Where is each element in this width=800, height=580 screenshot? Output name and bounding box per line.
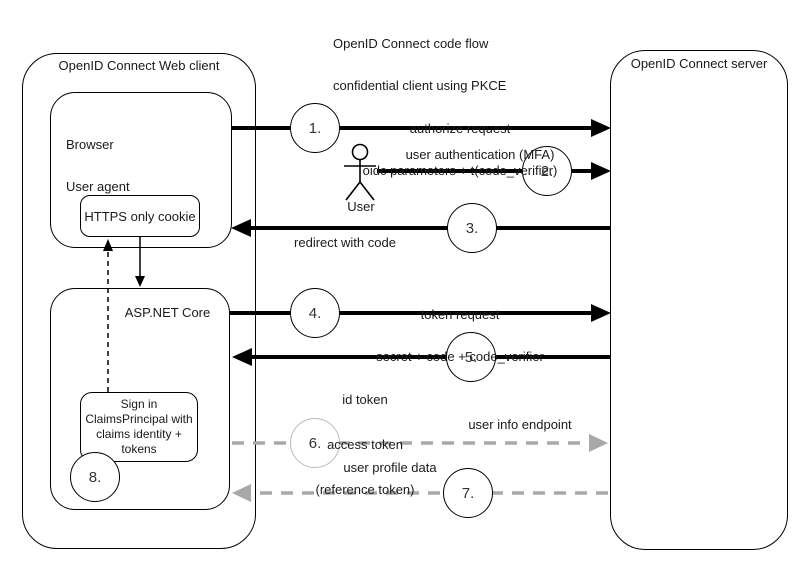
diagram-title-line1: OpenID Connect code flow bbox=[333, 36, 489, 51]
aspnet-box-label: ASP.NET Core bbox=[124, 305, 211, 320]
client-box-label: OpenID Connect Web client bbox=[58, 58, 220, 73]
step-5-number: 5. bbox=[464, 348, 478, 366]
step-circle-6: 6. bbox=[290, 418, 340, 468]
step-5-label-line2: access token bbox=[327, 437, 403, 452]
step-5-label: id token access token (reference token) bbox=[265, 362, 465, 527]
signin-line1: Sign in bbox=[120, 397, 158, 411]
step-circle-7: 7. bbox=[443, 468, 493, 518]
browser-label-line2: User agent bbox=[66, 179, 130, 194]
step-1-label: authorize request oidc parameters + t(co… bbox=[320, 94, 600, 206]
step-8-number: 8. bbox=[88, 468, 102, 486]
step-circle-4: 4. bbox=[290, 288, 340, 338]
step-6-label: user info endpoint bbox=[468, 417, 572, 432]
step-4-number: 4. bbox=[308, 304, 322, 322]
server-box bbox=[610, 50, 788, 550]
diagram-title: OpenID Connect code flow confidential cl… bbox=[333, 9, 506, 121]
browser-box bbox=[50, 92, 232, 248]
step-circle-3: 3. bbox=[447, 203, 497, 253]
step-7-number: 7. bbox=[461, 484, 475, 502]
step-6-number: 6. bbox=[308, 434, 322, 452]
step-3-number: 3. bbox=[465, 219, 479, 237]
signin-box: Sign in ClaimsPrincipal with claims iden… bbox=[80, 392, 198, 462]
signin-line3: claims identity + bbox=[96, 427, 182, 441]
diagram-title-line2: confidential client using PKCE bbox=[333, 78, 507, 93]
https-cookie-box: HTTPS only cookie bbox=[80, 195, 200, 237]
step-2-label: user authentication (MFA) bbox=[405, 147, 555, 162]
step-2-number: 2. bbox=[540, 162, 554, 180]
step-3-label: redirect with code bbox=[294, 235, 396, 250]
step-circle-1: 1. bbox=[290, 103, 340, 153]
step-1-label-line2: oidc parameters + t(code_verifier) bbox=[362, 163, 558, 178]
signin-line4: tokens bbox=[121, 442, 157, 456]
step-1-number: 1. bbox=[308, 119, 322, 137]
https-cookie-label: HTTPS only cookie bbox=[84, 208, 196, 224]
aspnet-box bbox=[50, 288, 230, 510]
step-circle-2: 2. bbox=[522, 146, 572, 196]
server-box-label: OpenID Connect server bbox=[630, 56, 768, 71]
browser-box-label: Browser User agent bbox=[66, 110, 130, 222]
step-7-label: user profile data bbox=[343, 460, 437, 475]
browser-label-line1: Browser bbox=[66, 137, 114, 152]
step-1-label-line1: authorize request bbox=[409, 121, 511, 136]
step-5-label-line1: id token bbox=[342, 392, 388, 407]
step-4-label-line1: token request bbox=[420, 307, 500, 322]
step-4-label: token request secret + code + code_verif… bbox=[320, 280, 600, 392]
step-circle-8: 8. bbox=[70, 452, 120, 502]
arrow-step-3 bbox=[231, 219, 610, 237]
step-5-label-line3: (reference token) bbox=[315, 482, 415, 497]
step-circle-5: 5. bbox=[446, 332, 496, 382]
step-4-label-line2: secret + code + code_verifier bbox=[376, 349, 544, 364]
signin-line2: ClaimsPrincipal with bbox=[85, 412, 193, 426]
user-actor-label: User bbox=[347, 199, 375, 214]
client-box bbox=[22, 53, 256, 549]
